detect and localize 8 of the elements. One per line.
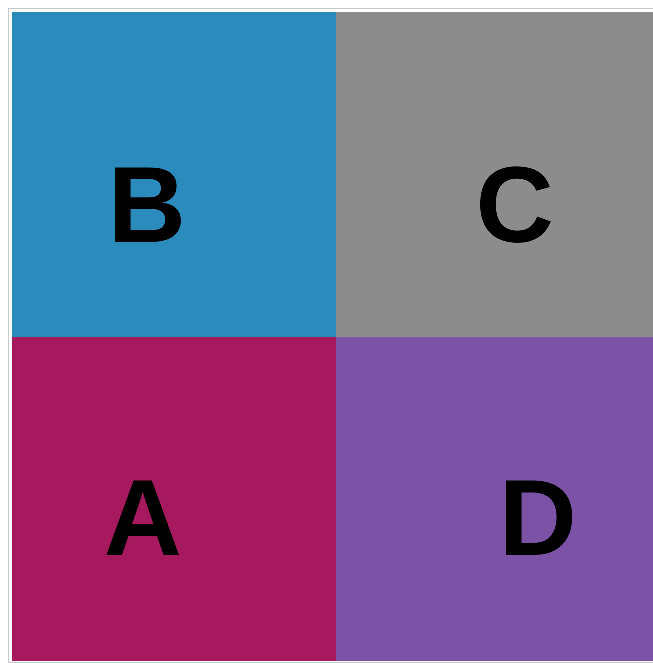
quadrant-letter: C xyxy=(476,151,554,259)
quadrant-letter: A xyxy=(104,464,182,572)
quadrant-box xyxy=(336,337,653,661)
quadrant-letter: B xyxy=(108,151,186,259)
quadrant-box xyxy=(12,337,336,661)
quadrant-box xyxy=(336,12,653,337)
quadrant-letter: D xyxy=(499,464,577,572)
quadrant-box xyxy=(12,12,336,337)
